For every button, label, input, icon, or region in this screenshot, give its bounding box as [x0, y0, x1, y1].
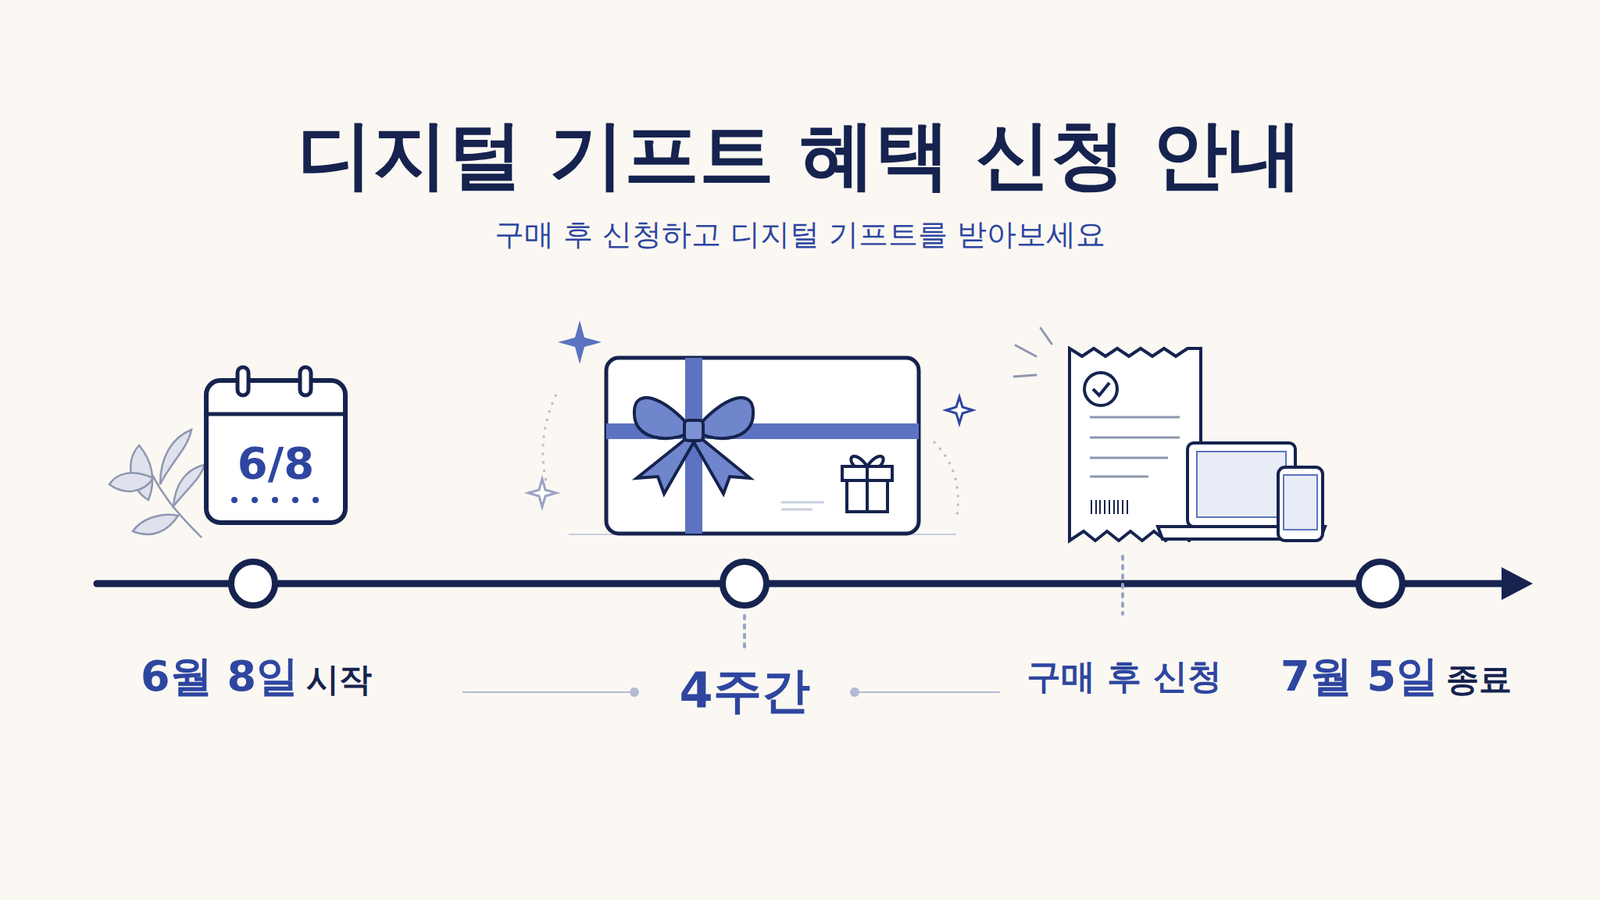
- end-date: 7월 5일: [1280, 648, 1439, 706]
- leaf-branch: [109, 429, 205, 538]
- subtitle-row: 구매 후 신청하고 디지털 기프트를 받아보세요: [494, 214, 1106, 255]
- dotted-leaders: [744, 556, 1123, 653]
- start-label: 6월 8일시작: [140, 648, 372, 706]
- subtitle: 구매 후 신청하고 디지털 기프트를 받아보세요: [494, 214, 1106, 255]
- calendar-icon: [206, 367, 346, 523]
- duration: 4주간: [678, 657, 810, 724]
- calendar-date: 6/8: [237, 437, 315, 489]
- page-title: 디지털 기프트 혜택 신청 안내: [297, 105, 1303, 208]
- timeline-axis: [96, 561, 1533, 606]
- apply-note: 구매 후 신청: [1026, 653, 1223, 700]
- apply-label: 구매 후 신청: [1026, 653, 1223, 700]
- receipt-devices: [1014, 328, 1325, 541]
- duration-label: 4주간: [678, 657, 810, 724]
- title-row: 디지털 기프트 혜택 신청 안내: [297, 105, 1303, 208]
- gift-card: [528, 320, 973, 535]
- start-word: 시작: [306, 657, 372, 702]
- start-date: 6월 8일: [140, 648, 299, 706]
- end-label: 7월 5일종료: [1280, 648, 1512, 706]
- calendar-date: 6/8: [237, 437, 315, 489]
- end-word: 종료: [1446, 657, 1512, 702]
